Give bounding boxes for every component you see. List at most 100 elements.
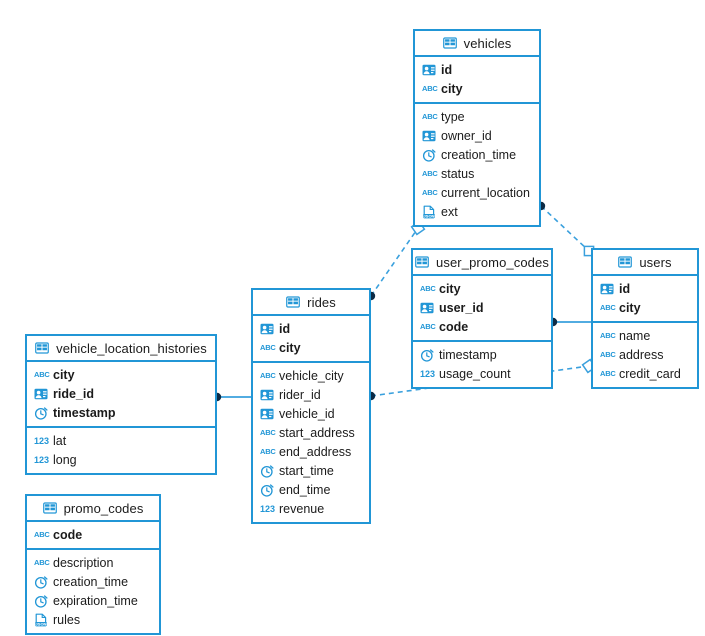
123-number-icon: 123 [34,435,50,446]
table-header-vehicle_location_histories[interactable]: vehicle_location_histories [27,336,215,362]
abc-text-icon: ABC [422,187,438,197]
123-number-icon: 123 [420,368,436,379]
table-grid-icon [618,255,633,269]
json-document-icon: JSON [422,205,436,219]
column-row-vehicles-owner_id[interactable]: owner_id [415,126,539,145]
column-row-rides-rider_id[interactable]: rider_id [253,385,369,404]
table-title: promo_codes [63,500,144,516]
primary-key-row-rides-id[interactable]: id [253,319,369,338]
abc-text-icon: ABC [260,446,276,456]
clock-icon [260,483,274,497]
abc-text-icon: ABC [260,342,276,352]
clock-icon [422,148,436,162]
column-row-rides-start_time[interactable]: start_time [253,461,369,480]
table-title: users [639,254,672,270]
column-row-vehicles-ext[interactable]: JSON ext [415,202,539,221]
column-name: rules [53,612,81,627]
primary-key-row-users-id[interactable]: id [593,279,697,298]
table-grid-icon [42,501,58,515]
column-name: type [441,109,465,124]
table-header-user_promo_codes[interactable]: user_promo_codes [413,250,551,276]
table-header-promo_codes[interactable]: promo_codes [27,496,159,522]
abc-text-icon: ABC [600,349,616,359]
table-header-vehicles[interactable]: vehicles [415,31,539,57]
column-name: owner_id [441,128,492,143]
primary-key-row-vehicle_location_histories-ride_id[interactable]: ride_id [27,384,215,403]
column-name: creation_time [441,147,517,162]
column-name: city [439,281,461,296]
column-row-user_promo_codes-timestamp[interactable]: timestamp [413,345,551,364]
table-header-users[interactable]: users [593,250,697,276]
column-name: expiration_time [53,593,138,608]
column-row-rides-end_time[interactable]: end_time [253,480,369,499]
table-title: vehicles [463,35,512,51]
relationship-rel-upc-users[interactable] [548,317,591,327]
table-title: rides [307,294,336,310]
column-row-promo_codes-creation_time[interactable]: creation_time [27,572,159,591]
id-card-icon [420,301,434,315]
abc-text-icon: ABC [422,83,438,93]
primary-key-row-user_promo_codes-user_id[interactable]: user_id [413,298,551,317]
clock-icon [420,348,434,362]
column-row-promo_codes-rules[interactable]: JSON rules [27,610,159,629]
column-name: end_time [279,482,331,497]
column-name: code [53,527,83,542]
column-name: id [441,62,453,77]
primary-key-row-vehicle_location_histories-timestamp[interactable]: timestamp [27,403,215,422]
column-name: ext [441,204,458,219]
table-grid-icon [35,341,50,355]
abc-text-icon: ABC [34,529,50,539]
column-row-vehicles-creation_time[interactable]: creation_time [415,145,539,164]
table-header-rides[interactable]: rides [253,290,369,316]
relationship-rel-vlh-rides[interactable] [212,392,251,402]
id-card-icon [34,387,48,401]
column-row-promo_codes-expiration_time[interactable]: expiration_time [27,591,159,610]
column-row-rides-vehicle_id[interactable]: vehicle_id [253,404,369,423]
column-name: city [619,300,641,315]
json-document-icon: JSON [34,613,48,627]
column-name: description [53,555,114,570]
column-name: address [619,347,664,362]
svg-text:JSON: JSON [36,621,47,626]
id-card-icon [260,407,274,421]
id-card-icon [260,322,274,336]
column-name: long [53,452,77,467]
column-name: end_address [279,444,352,459]
primary-key-row-vehicles-id[interactable]: id [415,60,539,79]
table-grid-icon [415,255,430,269]
column-name: id [619,281,631,296]
clock-icon [34,594,48,608]
column-name: creation_time [53,574,129,589]
